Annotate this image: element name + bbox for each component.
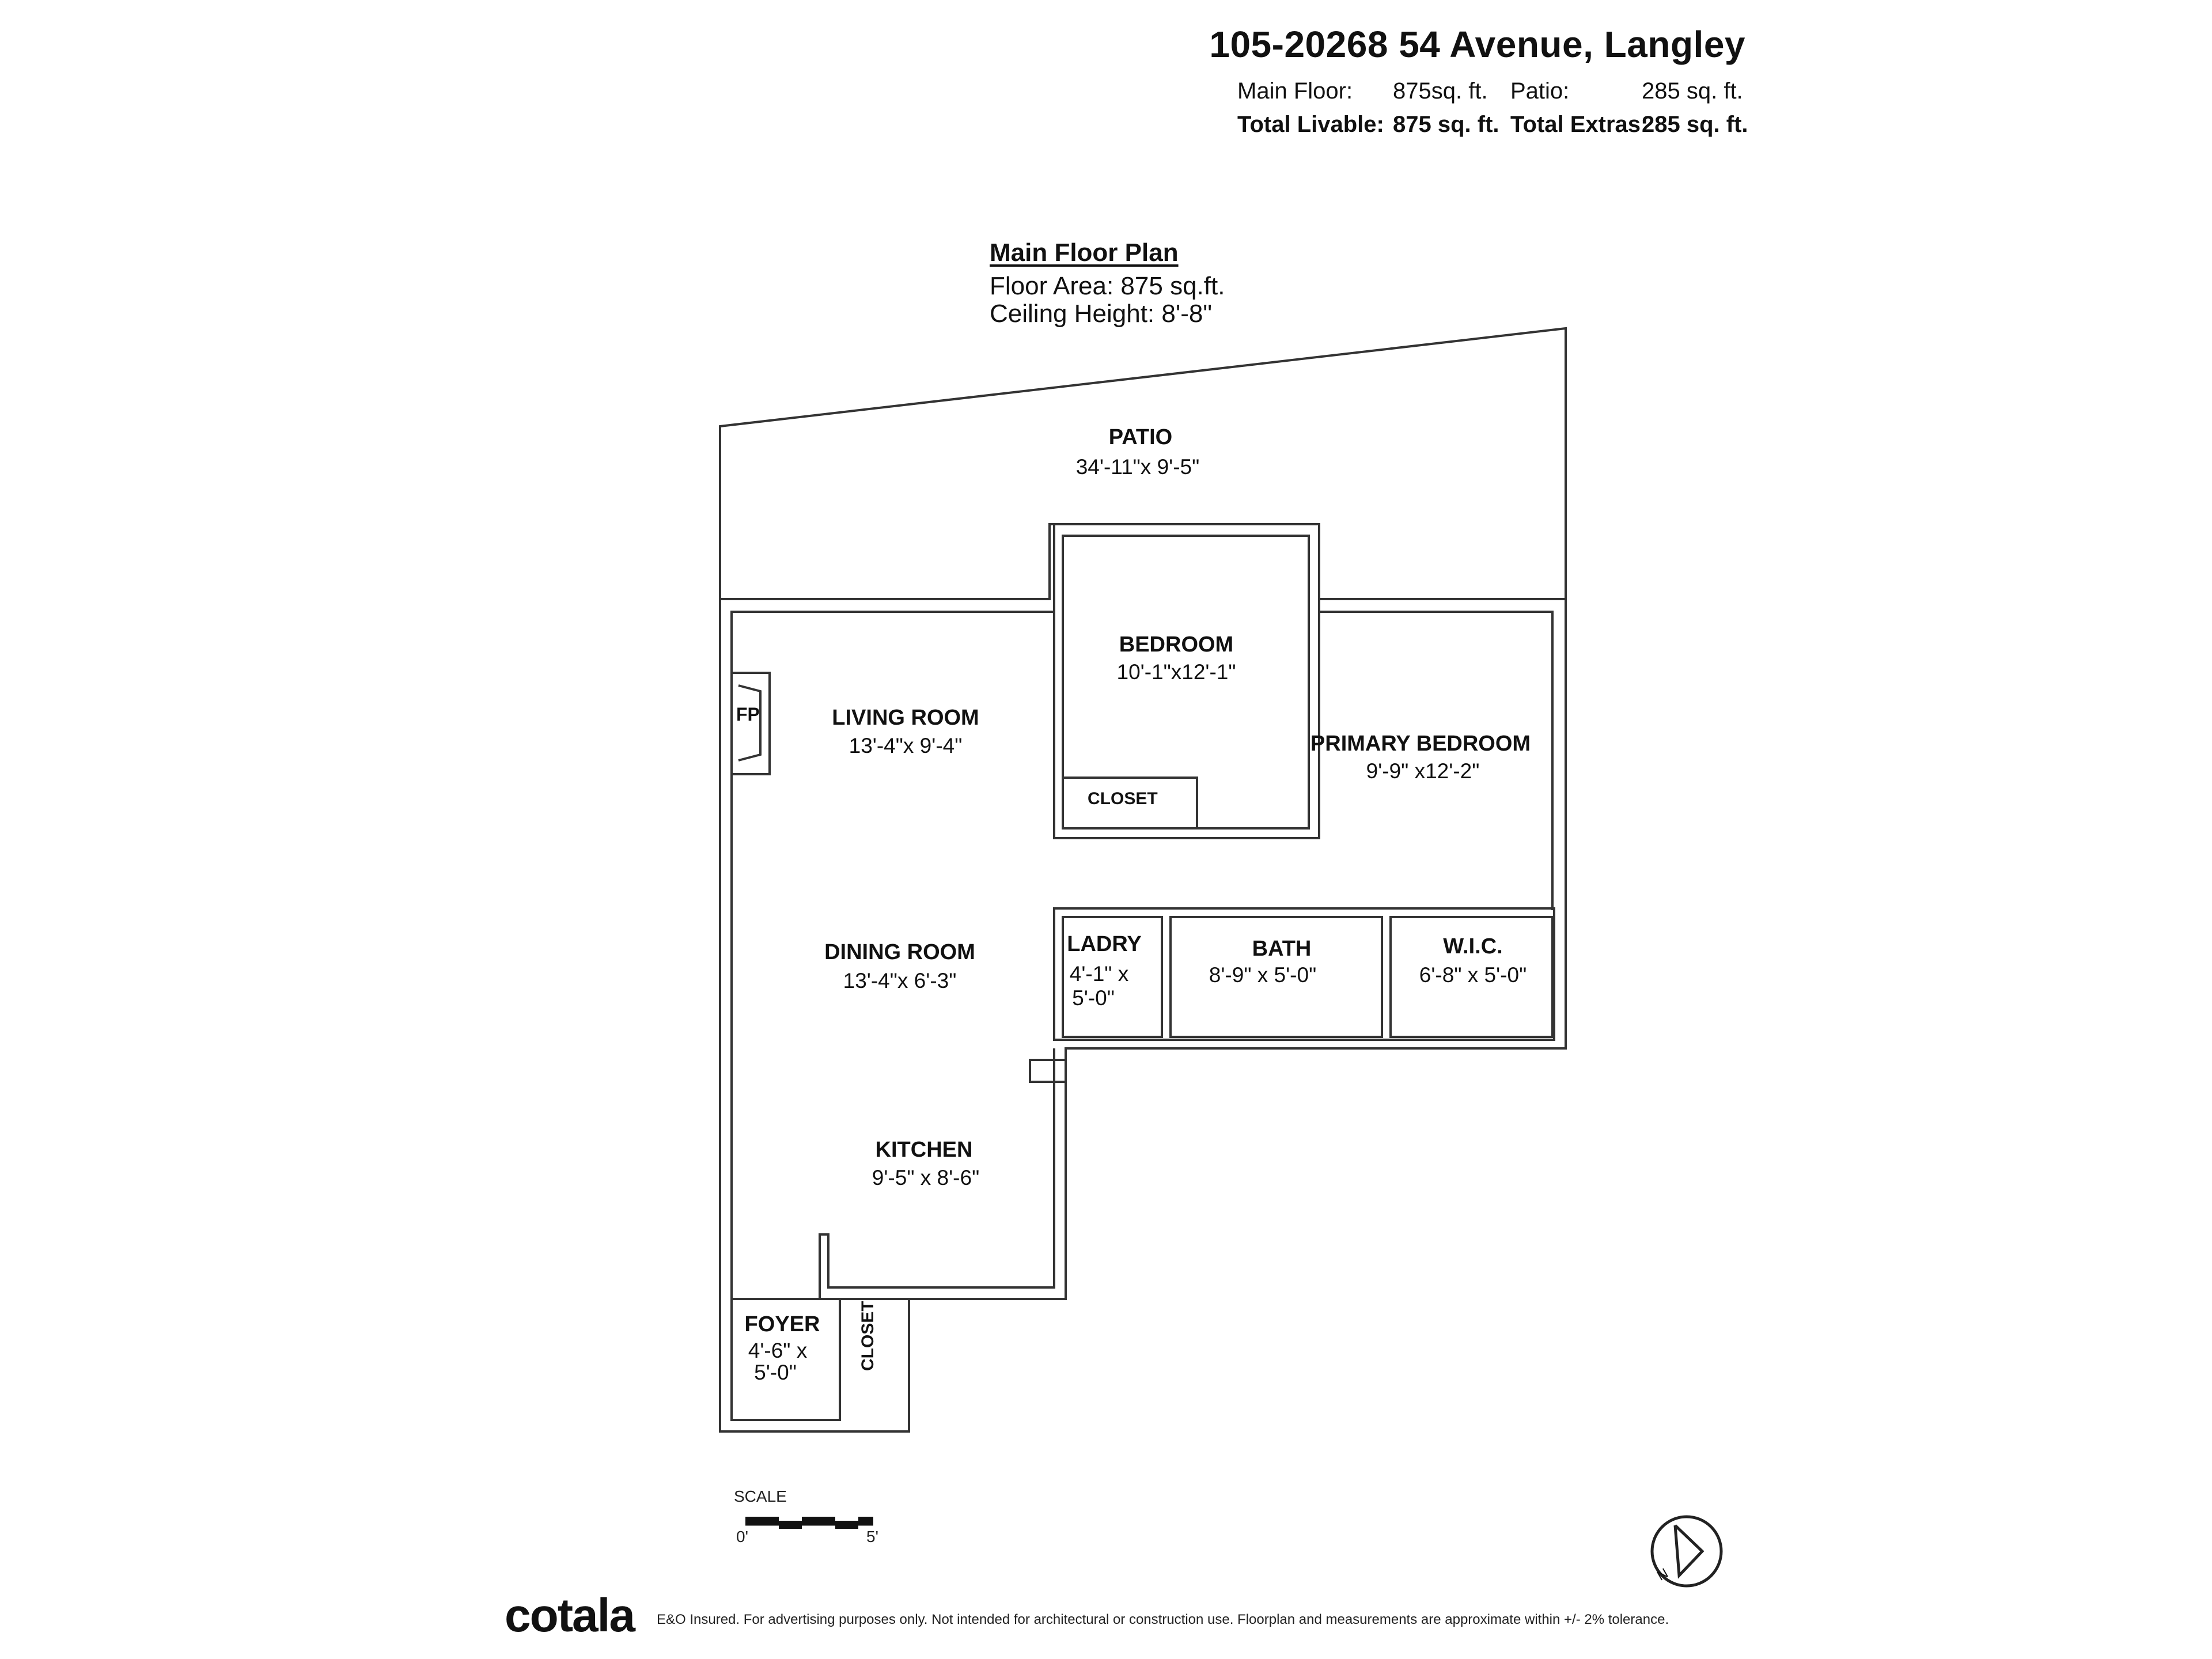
scale-min: 0' [736,1528,748,1546]
patio-label: Patio: [1510,78,1570,104]
ceiling-height: Ceiling Height: 8'-8" [990,300,1212,328]
primary-bedroom-dims: 9'-9" x12'-2" [1366,759,1480,783]
dining-room-name: DINING ROOM [824,940,975,964]
primary-bedroom-wall [1318,611,1554,910]
interior-wall-line [730,611,1054,1420]
bedroom-name: BEDROOM [1119,632,1234,657]
total-extras-label: Total Extras: [1510,112,1649,137]
kitchen-dims: 9'-5" x 8'-6" [872,1166,980,1190]
service-row-outer [1053,907,1555,1041]
scale-label: SCALE [734,1487,787,1505]
kitchen-notch [1029,1059,1066,1083]
kitchen-name: KITCHEN [875,1138,973,1162]
foyer-closet-label: CLOSET [858,1301,877,1371]
scale-max: 5' [866,1528,878,1546]
wic-name: W.I.C. [1443,934,1503,959]
bedroom-dims: 10'-1"x12'-1" [1116,660,1236,684]
laundry-name: LADRY [1067,932,1142,956]
compass [1650,1515,1723,1588]
exterior-wall [719,523,1567,1433]
foyer-dims-line2: 5'-0" [754,1361,797,1384]
disclaimer-text: E&O Insured. For advertising purposes on… [657,1612,1669,1627]
bath-dims: 8'-9" x 5'-0" [1209,963,1317,987]
living-room-name: LIVING ROOM [832,706,979,730]
foyer-name: FOYER [744,1312,820,1336]
main-floor-label: Main Floor: [1237,78,1353,104]
foyer-dims-line1: 4'-6" x [748,1339,808,1362]
dining-room-dims: 13'-4"x 6'-3" [843,969,957,993]
scale-bar [745,1517,873,1529]
wic-room [1389,916,1554,1038]
total-extras-value: 285 sq. ft. [1642,112,1748,137]
patio-dims: 34'-11"x 9'-5" [1075,455,1200,479]
living-room-dims: 13'-4"x 9'-4" [849,734,963,757]
bath-room [1169,916,1383,1038]
fireplace-box [730,672,771,775]
patio-value: 285 sq. ft. [1642,78,1743,104]
laundry-dims-line2: 5'-0" [1072,986,1115,1010]
bedroom-closet-label: CLOSET [1088,789,1158,808]
primary-bedroom-name: PRIMARY BEDROOM [1310,732,1531,756]
bedroom-inner [1062,535,1310,830]
floor-area: Floor Area: 875 sq.ft. [990,272,1225,300]
fireplace-hearth [738,684,762,762]
main-floor-value: 875sq. ft. [1393,78,1488,104]
wic-dims: 6'-8" x 5'-0" [1419,963,1527,987]
bedroom-outer [1053,523,1320,839]
bedroom-closet-wall [1063,777,1198,828]
laundry-dims-line1: 4'-1" x [1069,962,1129,986]
total-livable-label: Total Livable: [1237,112,1384,137]
bath-name: BATH [1252,937,1312,961]
laundry-room [1062,916,1163,1038]
plan-title: Main Floor Plan [990,238,1179,267]
total-livable-value: 875 sq. ft. [1393,112,1499,137]
fireplace-label: FP [736,704,760,725]
brand-logo: cotala [505,1589,635,1642]
address-title: 105-20268 54 Avenue, Langley [1209,24,1745,65]
patio-name: PATIO [1108,425,1173,449]
